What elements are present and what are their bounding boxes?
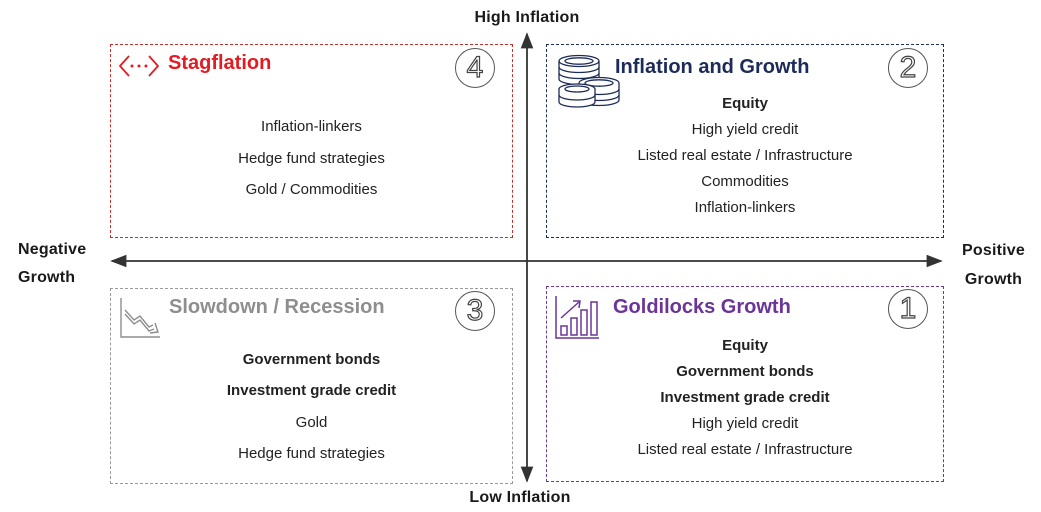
left-right-arrows-icon xyxy=(117,53,161,84)
list-item: Inflation-linkers xyxy=(261,118,362,135)
list-item: Investment grade credit xyxy=(660,389,830,406)
declining-chart-icon xyxy=(118,296,162,345)
list-item: High yield credit xyxy=(691,415,799,432)
quadrant-number-badge: 4 xyxy=(455,48,495,88)
quadrant-slowdown-recession: Slowdown / Recession 3 Government bonds … xyxy=(110,288,513,484)
axis-label-left-line2: Growth xyxy=(18,269,76,286)
quadrant-goldilocks-growth: Goldilocks Growth 1 Equity Government bo… xyxy=(546,286,944,482)
list-item: High yield credit xyxy=(691,121,799,138)
list-item: Commodities xyxy=(701,173,789,190)
asset-list: Equity High yield credit Listed real est… xyxy=(547,91,943,221)
list-item: Inflation-linkers xyxy=(694,199,796,216)
axis-label-bottom: Low Inflation xyxy=(469,489,571,506)
asset-list: Inflation-linkers Hedge fund strategies … xyxy=(111,111,512,206)
axis-label-right: Positive Growth xyxy=(962,236,1025,294)
quadrant-stagflation: Stagflation 4 Inflation-linkers Hedge fu… xyxy=(110,44,513,238)
bar-chart-up-icon xyxy=(554,294,600,345)
quadrant-title: Inflation and Growth xyxy=(615,56,810,78)
coins-icon xyxy=(555,53,623,116)
axis-label-left-line1: Negative xyxy=(18,241,87,258)
list-item: Equity xyxy=(722,95,768,112)
quadrant-title: Slowdown / Recession xyxy=(169,296,385,318)
asset-list: Equity Government bonds Investment grade… xyxy=(547,333,943,463)
quadrant-title: Stagflation xyxy=(168,52,272,74)
list-item: Equity xyxy=(722,337,768,354)
axis-label-right-line2: Growth xyxy=(964,271,1023,288)
quadrant-number-badge: 1 xyxy=(888,289,928,329)
quadrant-title: Goldilocks Growth xyxy=(613,296,791,318)
list-item: Government bonds xyxy=(242,351,381,368)
quadrant-inflation-and-growth: Inflation and Growth 2 Equity High yield… xyxy=(546,44,944,238)
list-item: Hedge fund strategies xyxy=(238,149,385,167)
list-item: Government bonds xyxy=(676,363,814,380)
axis-label-top: High Inflation xyxy=(474,9,580,26)
list-item: Listed real estate / Infrastructure xyxy=(637,147,853,164)
list-item: Gold xyxy=(295,413,328,431)
quadrant-number-badge: 3 xyxy=(455,291,495,331)
axis-label-left: Negative Growth xyxy=(18,236,86,292)
asset-list: Government bonds Investment grade credit… xyxy=(111,344,512,469)
list-item: Hedge fund strategies xyxy=(238,444,385,462)
list-item: Listed real estate / Infrastructure xyxy=(637,441,853,458)
list-item: Gold / Commodities xyxy=(245,181,378,198)
list-item: Investment grade credit xyxy=(226,382,397,400)
axis-label-right-line1: Positive xyxy=(962,242,1025,259)
quadrant-number-badge: 2 xyxy=(888,48,928,88)
